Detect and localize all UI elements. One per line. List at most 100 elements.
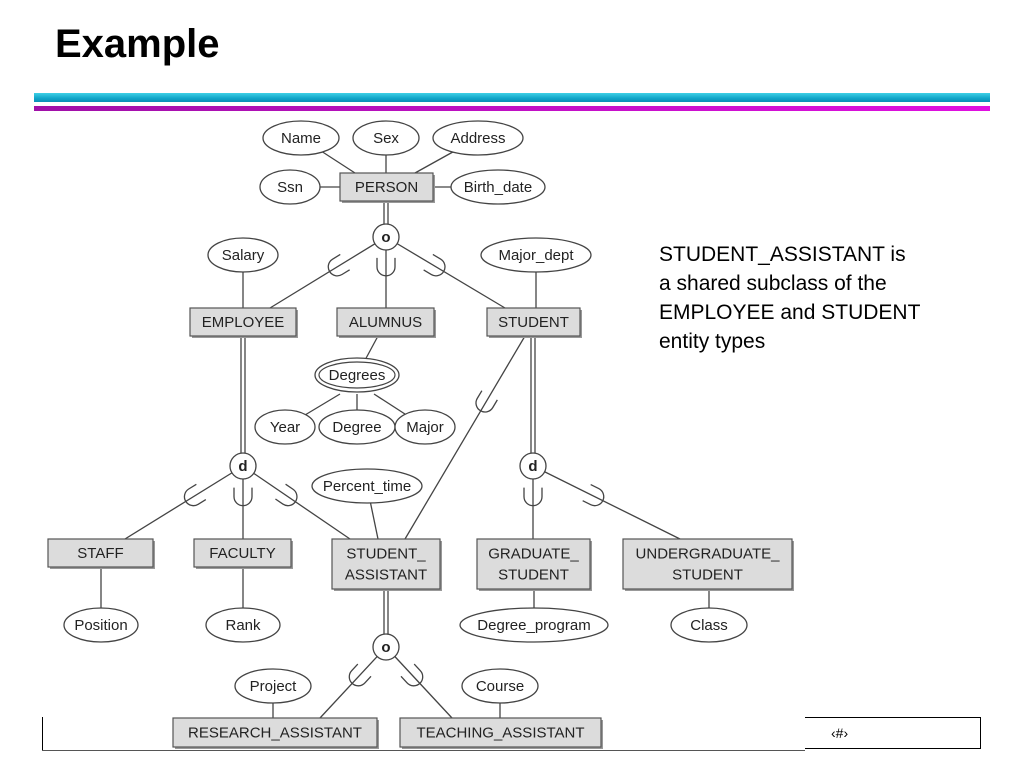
- attribute-label: Class: [690, 617, 728, 634]
- entity-box: [331, 538, 441, 590]
- attribute-label: Position: [74, 617, 127, 634]
- entity-employee: EMPLOYEE: [189, 307, 298, 338]
- specialization-circle-d: d: [229, 452, 257, 480]
- attribute-degree: Degree: [318, 409, 396, 445]
- specialization-line: [385, 236, 506, 309]
- specialization-circle: [519, 452, 547, 480]
- attribute-ellipse: [259, 169, 321, 205]
- specialization-line: [319, 646, 387, 719]
- attribute-address: Address: [432, 120, 524, 156]
- specialization-circle: [372, 633, 400, 661]
- attribute-label: Ssn: [277, 179, 303, 196]
- attribute-course: Course: [461, 668, 539, 704]
- attribute-ellipse: [432, 120, 524, 156]
- attribute-ellipse: [670, 607, 748, 643]
- attribute-ellipse: [480, 237, 592, 273]
- attribute-label: Major: [406, 419, 444, 436]
- entity-label: PERSON: [355, 179, 418, 196]
- entity-box: [486, 307, 581, 337]
- entity-label: STUDENT_: [346, 546, 426, 563]
- entity-label: STUDENT: [672, 567, 743, 584]
- attribute-major: Major: [394, 409, 456, 445]
- specialization-line: [242, 465, 351, 540]
- attribute-ellipse: [234, 668, 312, 704]
- attribute-ellipse: [207, 237, 279, 273]
- subset-symbol-icon: [275, 483, 298, 507]
- attribute-label: Percent_time: [323, 478, 411, 495]
- attribute-position: Position: [63, 607, 139, 643]
- entity-student-assistant: STUDENT_ASSISTANT: [331, 538, 442, 591]
- specialization-symbol: d: [238, 458, 247, 475]
- attribute-year: Year: [254, 409, 316, 445]
- attribute-ellipse: [450, 169, 546, 205]
- attribute-birth-date: Birth_date: [450, 169, 546, 205]
- entity-label: FACULTY: [209, 545, 275, 562]
- subset-symbol-icon: [348, 663, 372, 687]
- note-line: STUDENT_ASSISTANT is: [659, 243, 906, 266]
- specialization-line: [404, 335, 526, 540]
- attribute-label: Course: [476, 678, 524, 695]
- subset-symbol-icon: [475, 390, 498, 413]
- attribute-ellipse: [394, 409, 456, 445]
- attribute-major-dept: Major_dept: [480, 237, 592, 273]
- entity-label: UNDERGRADUATE_: [636, 546, 781, 563]
- specialization-circle-o: o: [372, 223, 400, 251]
- entity-person: PERSON: [339, 172, 435, 203]
- entity-box: [172, 717, 378, 748]
- entity-staff: STAFF: [47, 538, 155, 569]
- attribute-salary: Salary: [207, 237, 279, 273]
- attribute-degrees: Degrees: [314, 357, 400, 393]
- specialization-circle-d: d: [519, 452, 547, 480]
- title-underline-magenta: [34, 106, 990, 111]
- attribute-label: Degree: [332, 419, 381, 436]
- attribute-ellipse: [459, 607, 609, 643]
- attribute-project: Project: [234, 668, 312, 704]
- specialization-circle: [372, 223, 400, 251]
- subset-symbol-icon: [400, 663, 424, 687]
- entity-student: STUDENT: [486, 307, 582, 338]
- title-underline-cyan: [34, 93, 990, 102]
- entity-research-assistant: RESEARCH_ASSISTANT: [172, 717, 379, 749]
- entity-undergraduate-student: UNDERGRADUATE_ STUDENT: [622, 538, 794, 591]
- attribute-percent-time: Percent_time: [311, 468, 423, 504]
- entity-box: [476, 538, 591, 590]
- note-line: EMPLOYEE and STUDENT: [659, 301, 921, 324]
- specialization-line: [269, 236, 387, 309]
- attribute-ellipse: [205, 607, 281, 643]
- slide-title: Example: [55, 22, 220, 66]
- entity-box: [339, 172, 434, 202]
- attribute-label: Birth_date: [464, 179, 532, 196]
- note-text: STUDENT_ASSISTANT is a shared subclass o…: [659, 240, 920, 356]
- entity-label: TEACHING_ASSISTANT: [416, 725, 584, 742]
- subset-symbol-icon: [183, 483, 207, 507]
- attribute-ssn: Ssn: [259, 169, 321, 205]
- attribute-label: Project: [250, 678, 298, 695]
- attribute-ellipse: [352, 120, 420, 156]
- specialization-symbol: o: [381, 639, 390, 656]
- entity-label: GRADUATE_: [488, 546, 579, 563]
- specialization-circle-o: o: [372, 633, 400, 661]
- subset-symbol-icon: [423, 253, 446, 277]
- subset-symbol-icon: [376, 257, 396, 277]
- entity-teaching-assistant: TEACHING_ASSISTANT: [399, 717, 603, 749]
- attribute-label: Address: [450, 130, 505, 147]
- attribute-ellipse: [311, 468, 423, 504]
- entity-label: STAFF: [77, 545, 123, 562]
- footer-left-border: [42, 717, 43, 750]
- note-line: entity types: [659, 330, 766, 353]
- attribute-degree-program: Degree_program: [459, 607, 609, 643]
- multivalued-inner-ellipse: [318, 361, 396, 389]
- subset-symbol-icon: [233, 487, 253, 507]
- attribute-label: Name: [281, 130, 321, 147]
- attribute-label: Rank: [225, 617, 261, 634]
- attribute-label: Major_dept: [498, 247, 574, 264]
- footer-line: [42, 750, 805, 751]
- entity-label: STUDENT: [498, 567, 569, 584]
- entity-box: [399, 717, 602, 748]
- page-number: ‹#›: [831, 725, 849, 741]
- entity-alumnus: ALUMNUS: [336, 307, 436, 338]
- entity-graduate-student: GRADUATE_ STUDENT: [476, 538, 592, 591]
- entity-label: RESEARCH_ASSISTANT: [188, 725, 362, 742]
- attribute-label: Sex: [373, 130, 399, 147]
